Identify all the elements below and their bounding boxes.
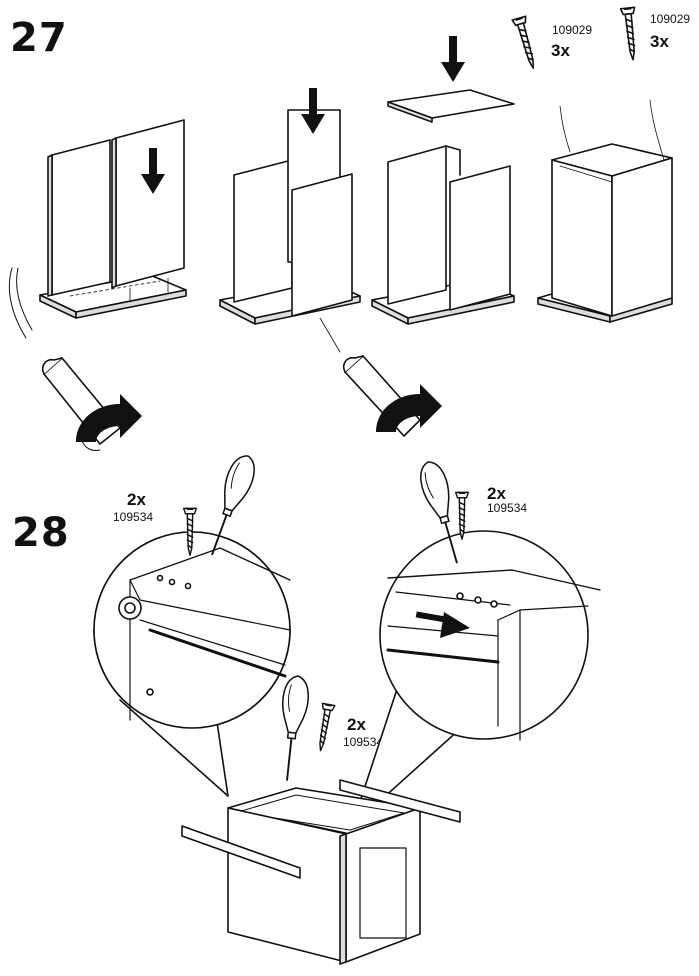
step27-figure-2 xyxy=(220,88,360,352)
step27-figure-3 xyxy=(372,36,514,324)
step27-figure-1 xyxy=(40,120,186,318)
step27-figure-4 xyxy=(512,7,672,322)
step27-rotate-right xyxy=(344,356,442,436)
step28-zoom-left xyxy=(94,452,290,796)
step28-zoom-right xyxy=(352,459,600,826)
